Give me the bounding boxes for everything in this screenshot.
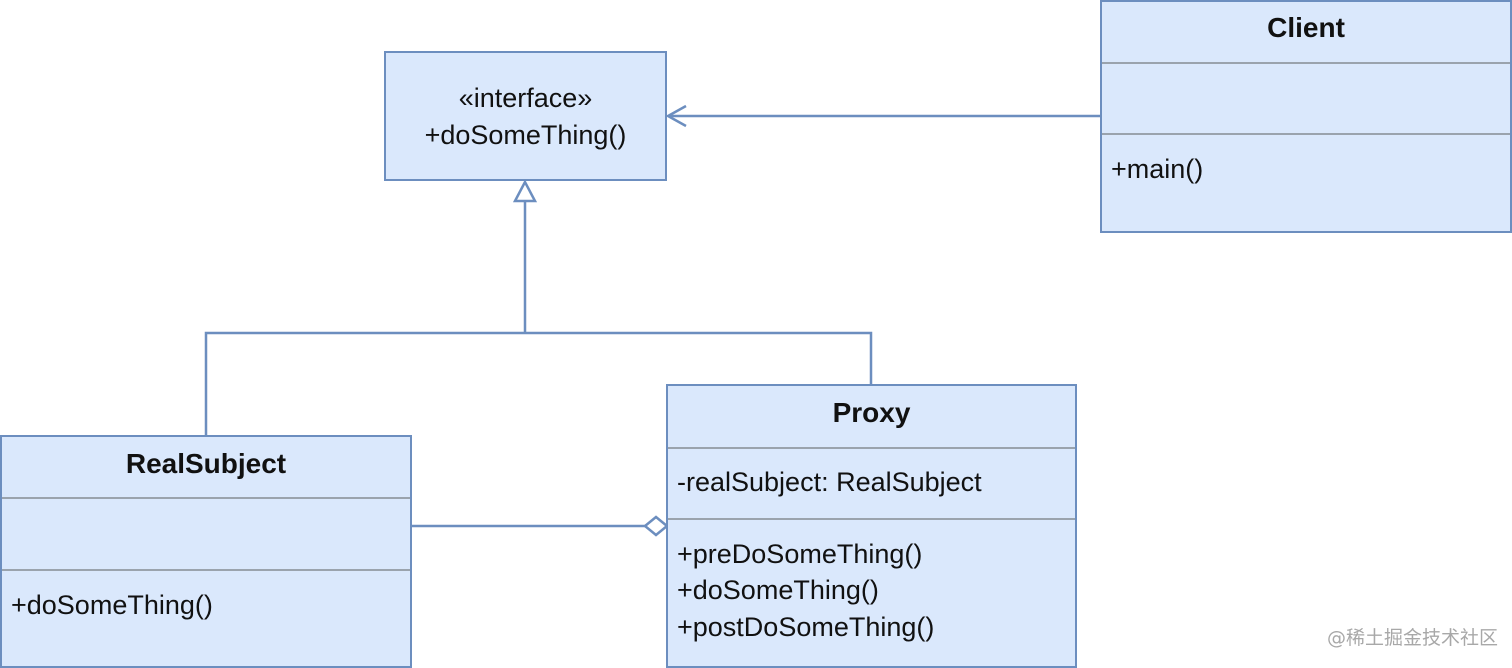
realization-triangle-icon bbox=[512, 179, 538, 203]
class-name: Client bbox=[1267, 12, 1345, 43]
divider bbox=[1102, 133, 1510, 135]
divider bbox=[668, 518, 1075, 520]
watermark: @稀土掘金技术社区 bbox=[1326, 627, 1498, 649]
divider bbox=[1102, 62, 1510, 64]
divider bbox=[2, 497, 410, 499]
client-class[interactable]: Client +main() bbox=[1100, 0, 1512, 233]
realization-branch-line bbox=[204, 331, 873, 436]
class-name: Proxy bbox=[832, 397, 911, 428]
divider bbox=[668, 447, 1075, 449]
class-name: RealSubject bbox=[125, 448, 287, 479]
field-realsubject: -realSubject: RealSubject bbox=[677, 467, 982, 497]
interface-stereotype: «interface» bbox=[458, 83, 593, 113]
realsubject-class[interactable]: RealSubject +doSomeThing() bbox=[0, 435, 412, 668]
interface-method: +doSomeThing() bbox=[424, 120, 627, 150]
method-predosomething: +preDoSomeThing() bbox=[677, 539, 923, 569]
method-dosomething: +doSomeThing() bbox=[11, 590, 213, 620]
method-postdosomething: +postDoSomeThing() bbox=[677, 612, 935, 642]
method-main: +main() bbox=[1111, 154, 1204, 184]
method-dosomething: +doSomeThing() bbox=[677, 575, 879, 605]
proxy-class[interactable]: Proxy -realSubject: RealSubject +preDoSo… bbox=[666, 384, 1077, 668]
divider bbox=[2, 569, 410, 571]
association-arrowhead-icon bbox=[665, 104, 687, 128]
interface-box[interactable]: «interface» +doSomeThing() bbox=[384, 51, 667, 181]
aggregation-diamond-icon bbox=[643, 515, 669, 537]
